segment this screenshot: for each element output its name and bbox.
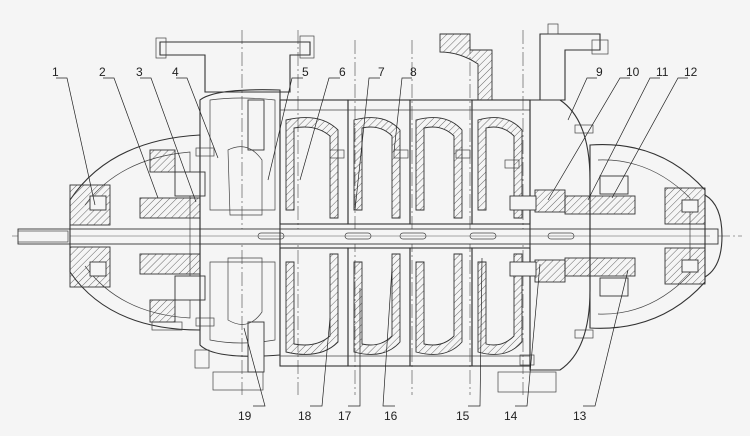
callout-11: 11 (656, 65, 669, 79)
callout-7: 7 (378, 65, 385, 79)
callout-3: 3 (136, 65, 143, 79)
callout-2: 2 (99, 65, 106, 79)
fasteners (195, 124, 594, 366)
callout-6: 6 (339, 65, 346, 79)
callout-10: 10 (626, 65, 640, 79)
callout-1: 1 (52, 65, 59, 79)
callout-5: 5 (302, 65, 309, 79)
callout-12: 12 (684, 65, 698, 79)
callout-16: 16 (384, 409, 398, 423)
callout-8: 8 (410, 65, 417, 79)
callout-9: 9 (596, 65, 603, 79)
callout-17: 17 (338, 409, 352, 423)
callouts-bottom: 19 18 17 16 15 14 13 (238, 409, 587, 423)
leader-lines-top (56, 77, 688, 211)
callouts-top: 1 2 3 4 5 6 7 8 9 10 11 12 (52, 65, 698, 79)
callout-18: 18 (298, 409, 312, 423)
callout-19: 19 (238, 409, 252, 423)
stage-casings (279, 99, 531, 367)
leader-lines-bottom (243, 257, 629, 407)
suction-casing (155, 35, 315, 391)
discharge-bearing-housing (564, 143, 723, 329)
shaft (17, 228, 719, 245)
callout-14: 14 (504, 409, 518, 423)
callout-4: 4 (172, 65, 179, 79)
callout-15: 15 (456, 409, 470, 423)
callout-13: 13 (573, 409, 587, 423)
